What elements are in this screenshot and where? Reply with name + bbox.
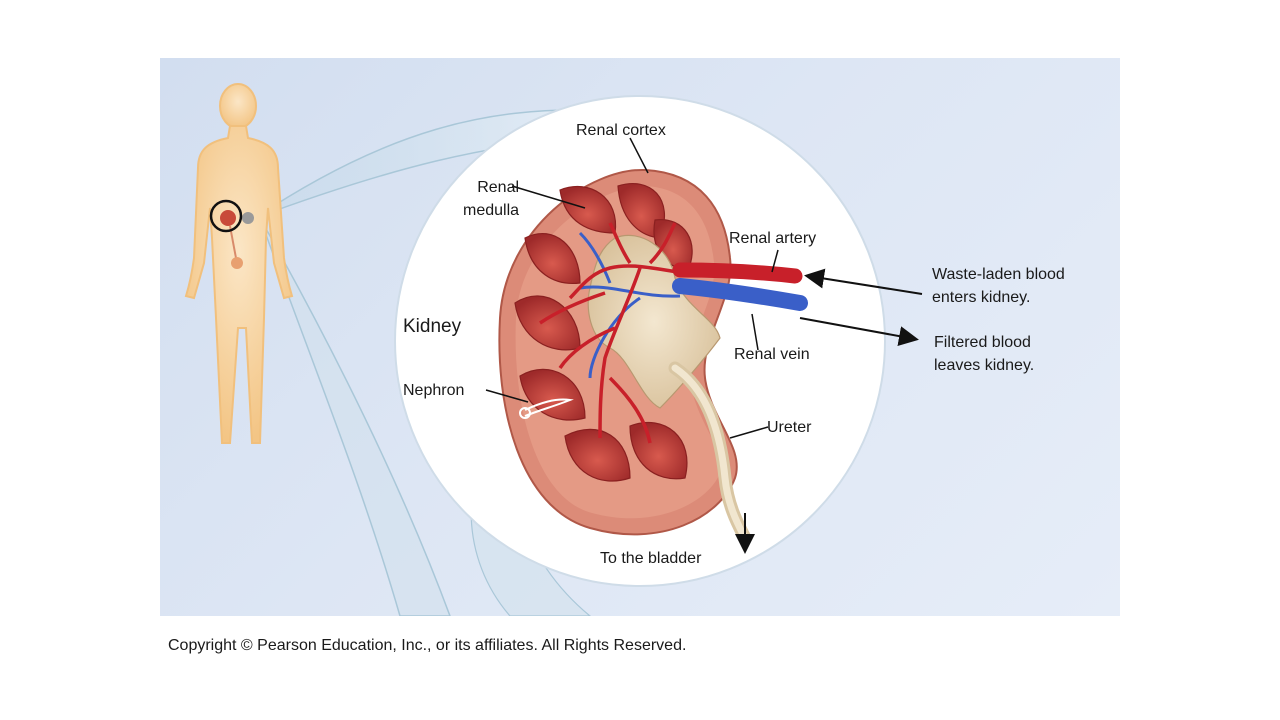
- renal-artery: [672, 262, 803, 284]
- label-renal-cortex: Renal cortex: [576, 122, 666, 139]
- label-ureter: Ureter: [767, 419, 812, 436]
- kidney-illustration: [498, 168, 808, 545]
- renal-arteries: [539, 222, 686, 444]
- kidney-diagram: Renal cortex Renal medulla Renal artery …: [160, 58, 1120, 616]
- label-renal-artery: Renal artery: [729, 230, 817, 247]
- label-nephron: Nephron: [403, 382, 465, 399]
- arrow-out-of-kidney: [799, 317, 919, 346]
- label-waste-blood: Waste-laden blood enters kidney.: [932, 266, 1065, 306]
- nephron-icon: [519, 398, 574, 419]
- copyright-text: Copyright © Pearson Education, Inc., or …: [168, 637, 687, 654]
- leader-lines: [485, 137, 779, 439]
- renal-pelvis: [587, 234, 721, 409]
- flow-arrows: [735, 268, 923, 554]
- arrow-into-kidney: [804, 268, 923, 295]
- label-to-bladder: To the bladder: [600, 550, 702, 567]
- label-kidney: Kidney: [403, 316, 462, 337]
- label-renal-vein: Renal vein: [734, 346, 810, 363]
- kidney-highlight-circle: [209, 199, 243, 233]
- renal-veins: [578, 231, 681, 379]
- renal-vein: [672, 278, 808, 311]
- diagram-art: [184, 83, 923, 616]
- label-renal-medulla: Renal medulla: [463, 179, 520, 219]
- human-body-icon: [184, 83, 294, 444]
- label-filtered-blood: Filtered blood leaves kidney.: [934, 334, 1035, 374]
- zoom-beam-lower: [259, 217, 451, 616]
